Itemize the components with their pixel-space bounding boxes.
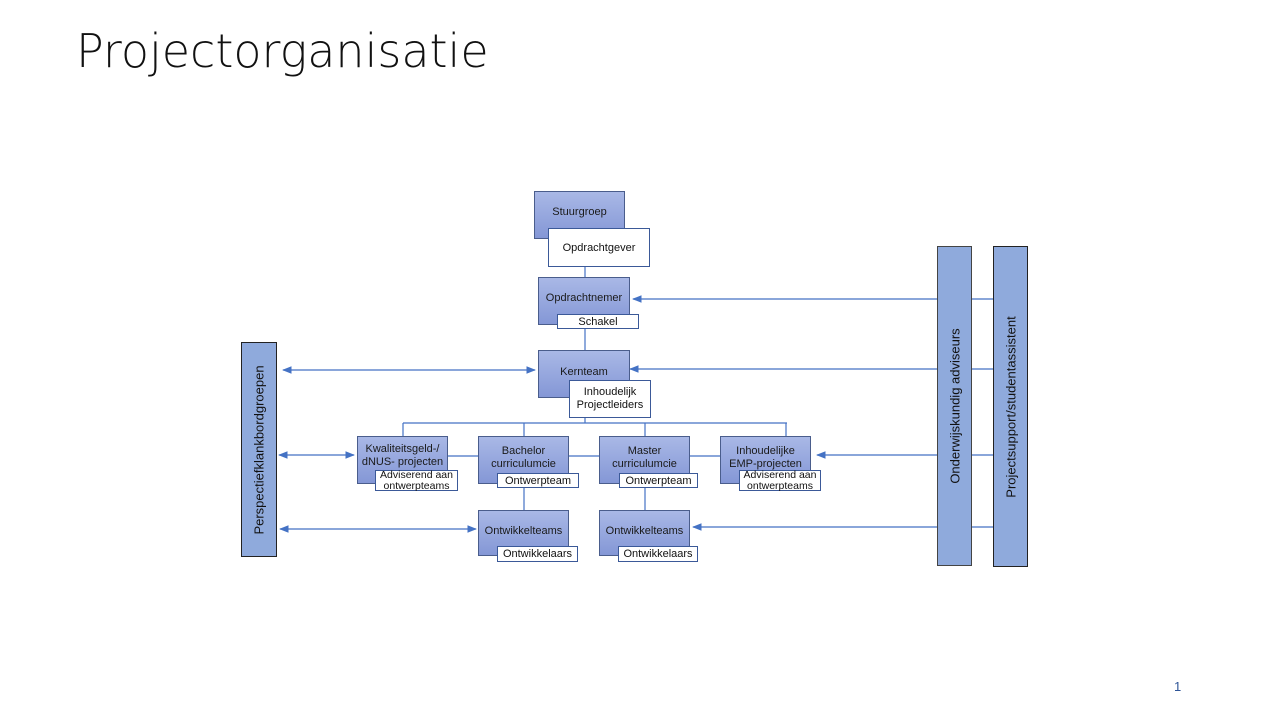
node-kwaliteitsgeld-label: Kwaliteitsgeld-/ dNUS- projecten: [361, 443, 444, 468]
tag-master-ontwerpteam: Ontwerpteam: [619, 473, 698, 488]
node-emp-label: Inhoudelijke EMP-projecten: [729, 445, 802, 470]
bar-onderwijskundig-adviseurs: Onderwijskundig adviseurs: [937, 246, 972, 566]
node-ontwikkelteams-master-label: Ontwikkelteams: [605, 525, 684, 537]
bar-projectsupport: Projectsupport/studentassistent: [993, 246, 1028, 567]
node-kernteam-label: Kernteam: [560, 366, 608, 378]
tag-emp-adviserend: Adviserend aan ontwerpteams: [739, 469, 821, 491]
bar-perspectiefklankbordgroepen-label: Perspectiefklankbordgroepen: [251, 364, 267, 535]
node-opdrachtnemer-label: Opdrachtnemer: [545, 292, 623, 304]
bar-onderwijskundig-adviseurs-label: Onderwijskundig adviseurs: [947, 328, 962, 484]
node-stuurgroep-label: Stuurgroep: [552, 206, 607, 218]
tag-inhoudelijk-projectleiders: Inhoudelijk Projectleiders: [569, 380, 651, 418]
slide-title: Projectorganisatie: [76, 24, 489, 78]
bar-projectsupport-label: Projectsupport/studentassistent: [1003, 315, 1018, 498]
tag-ontwikkelaars-bachelor: Ontwikkelaars: [497, 546, 578, 562]
node-bachelor-label: Bachelor curriculumcie: [491, 445, 556, 470]
tag-opdrachtgever: Opdrachtgever: [548, 228, 650, 267]
tag-ontwikkelaars-master: Ontwikkelaars: [618, 546, 698, 562]
tag-bachelor-ontwerpteam: Ontwerpteam: [497, 473, 579, 488]
bar-perspectiefklankbordgroepen: Perspectiefklankbordgroepen: [241, 342, 277, 557]
tag-kwaliteitsgeld-adviserend: Adviserend aan ontwerpteams: [375, 469, 458, 491]
node-ontwikkelteams-bachelor-label: Ontwikkelteams: [484, 525, 563, 537]
node-master-label: Master curriculumcie: [612, 445, 677, 470]
page-number: 1: [1174, 679, 1182, 694]
tag-schakel: Schakel: [557, 314, 639, 329]
